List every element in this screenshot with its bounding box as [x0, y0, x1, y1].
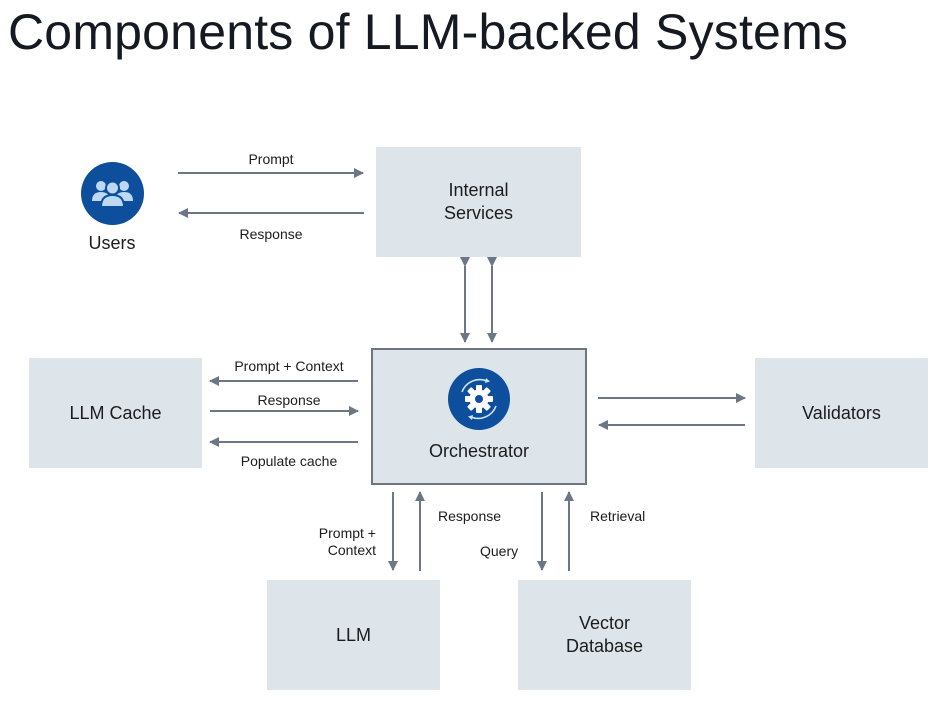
edge-label-prompt-context-llm-line1: Prompt + — [318, 525, 376, 541]
vector-database-label-line2: Database — [565, 636, 644, 656]
edge-label-response-users: Response — [239, 226, 303, 242]
edge-label-prompt-context-cache: Prompt + Context — [234, 358, 344, 374]
llm-box[interactable]: LLM — [267, 580, 440, 690]
internal-services-box[interactable]: Internal Services — [376, 147, 581, 257]
llm-label: LLM — [335, 624, 371, 645]
internal-services-label-line2: Services — [443, 203, 514, 223]
edge-label-prompt: Prompt — [248, 151, 294, 167]
vector-database-box[interactable]: Vector Database — [518, 580, 691, 690]
gear-cycle-icon — [448, 368, 510, 430]
diagram-title: Components of LLM-backed Systems — [8, 4, 849, 60]
edge-label-query: Query — [480, 543, 519, 559]
validators-label: Validators — [802, 402, 881, 423]
llm-cache-box[interactable]: LLM Cache — [29, 358, 202, 468]
llm-cache-label: LLM Cache — [69, 402, 162, 423]
edge-label-populate-cache: Populate cache — [240, 453, 338, 469]
orchestrator-box[interactable]: Orchestrator — [371, 348, 587, 485]
users-group-icon — [92, 180, 133, 208]
users-label: Users — [88, 233, 136, 253]
vector-database-label-line1: Vector — [578, 613, 631, 633]
validators-box[interactable]: Validators — [755, 358, 928, 468]
orchestrator-label: Orchestrator — [428, 441, 530, 461]
edge-label-response-cache: Response — [257, 392, 321, 408]
users-node[interactable] — [81, 162, 144, 225]
edge-label-retrieval: Retrieval — [590, 508, 646, 524]
edge-label-prompt-context-llm: Prompt + Context — [300, 525, 376, 559]
edge-label-prompt-context-llm-line2: Context — [327, 542, 376, 558]
edge-label-response-llm: Response — [438, 508, 502, 524]
internal-services-label-line1: Internal — [448, 180, 509, 200]
